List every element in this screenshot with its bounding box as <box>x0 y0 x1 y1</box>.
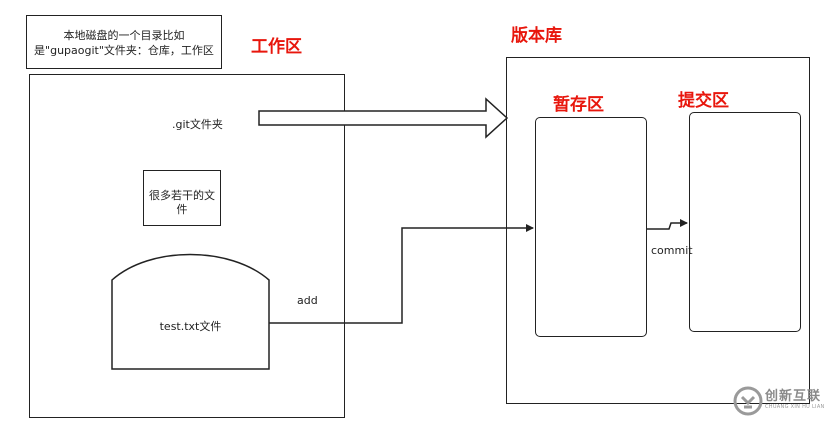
add-label: add <box>297 294 318 307</box>
file-shape <box>111 253 270 370</box>
watermark-sub: CHUANG XIN HU LIAN <box>765 404 825 410</box>
commit-arrow <box>647 219 688 230</box>
commit-area-title: 提交区 <box>678 91 729 111</box>
git-to-repo-arrow <box>258 97 509 139</box>
commit-label: commit <box>651 244 693 257</box>
workspace-title: 工作区 <box>251 37 302 57</box>
many-files-line-1: 很多若干的文 <box>149 189 215 202</box>
git-folder-label: .git文件夹 <box>172 118 223 131</box>
staging-box <box>535 117 647 337</box>
note-line-1: 本地磁盘的一个目录比如 <box>63 29 185 42</box>
watermark-brand: 创新互联 <box>765 389 822 404</box>
workspace-container <box>29 74 345 418</box>
brand-logo-icon <box>733 386 763 416</box>
file-label: test.txt文件 <box>159 320 222 333</box>
watermark-logo: 创新互联 CHUANG XIN HU LIAN <box>731 380 832 420</box>
many-files-line-2: 件 <box>176 203 188 216</box>
add-arrow <box>269 224 534 324</box>
note-line-2: 是"gupaogit"文件夹：仓库，工作区 <box>34 44 214 57</box>
repository-title: 版本库 <box>511 26 562 46</box>
commit-area-box <box>689 112 801 332</box>
note-box <box>26 15 222 69</box>
staging-title: 暂存区 <box>553 95 604 115</box>
repository-container <box>506 57 810 404</box>
many-files-box <box>143 170 221 226</box>
